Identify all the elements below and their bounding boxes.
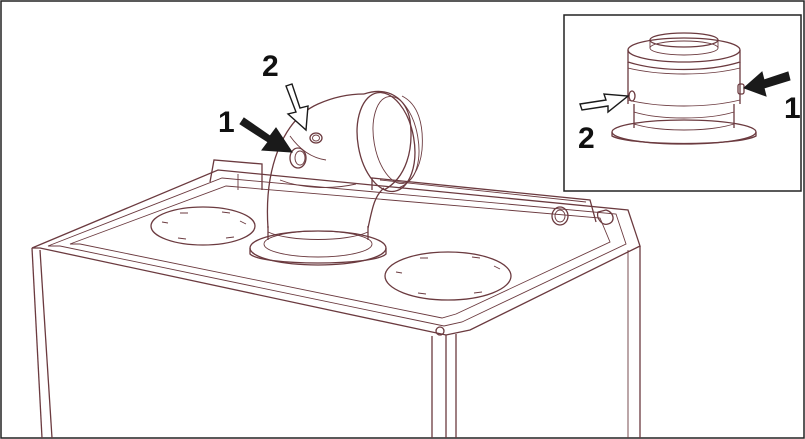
main-callout-1: 1 xyxy=(218,106,235,139)
inset-arrow-1 xyxy=(743,71,791,97)
inset-arrow-2 xyxy=(579,93,630,114)
main-arrow-1 xyxy=(239,117,293,153)
inset-callout-1: 1 xyxy=(784,92,801,125)
knockout-disc-right xyxy=(384,251,512,301)
main-callout-2: 2 xyxy=(262,50,279,83)
inset-callout-2: 2 xyxy=(578,122,595,155)
boiler-casing xyxy=(31,159,641,439)
inset-panel xyxy=(563,14,802,192)
knockout-disc-left xyxy=(150,206,256,246)
main-arrow-2 xyxy=(285,83,309,132)
